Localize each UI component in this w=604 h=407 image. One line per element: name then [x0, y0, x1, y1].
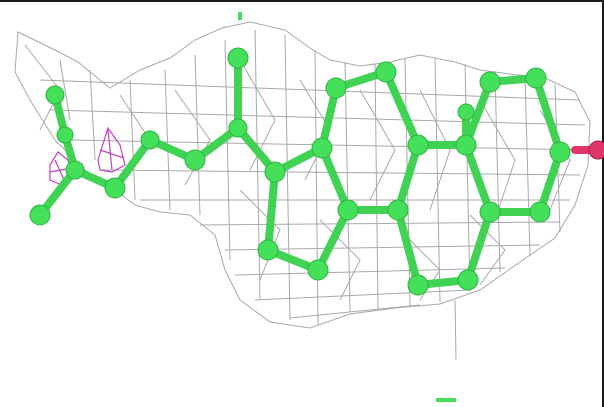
- atom-c17: [407, 134, 429, 156]
- stray-fragments: [238, 12, 456, 402]
- atom-c26: [529, 201, 551, 223]
- atom-oxygen: [588, 140, 604, 160]
- atom-c7: [184, 149, 206, 171]
- atom-c19: [455, 134, 477, 156]
- atom-c14: [257, 239, 279, 261]
- atom-c22: [407, 274, 429, 296]
- atom-c21: [457, 269, 479, 291]
- right-border: [602, 0, 604, 407]
- atom-c12: [337, 199, 359, 221]
- atom-c23: [479, 71, 501, 93]
- atom-c1: [45, 85, 65, 105]
- atom-c27: [457, 103, 475, 121]
- atoms: [29, 47, 571, 296]
- atom-c15: [325, 77, 347, 99]
- atom-c24: [525, 67, 547, 89]
- atom-c18: [387, 199, 409, 221]
- atom-c6: [140, 130, 160, 150]
- atom-c5: [104, 177, 126, 199]
- atom-c16: [375, 61, 397, 83]
- atom-c4: [29, 204, 51, 226]
- atom-c13: [307, 259, 329, 281]
- atom-c9: [227, 47, 249, 69]
- atom-c8: [228, 118, 248, 138]
- density-mesh: [14, 21, 591, 361]
- atom-c11: [311, 137, 333, 159]
- atom-c10: [264, 161, 286, 183]
- top-border: [0, 0, 604, 2]
- atom-c3: [65, 160, 85, 180]
- atom-c2: [56, 126, 74, 144]
- atom-c25: [549, 141, 571, 163]
- atom-c20: [479, 201, 501, 223]
- bonds: [36, 54, 564, 289]
